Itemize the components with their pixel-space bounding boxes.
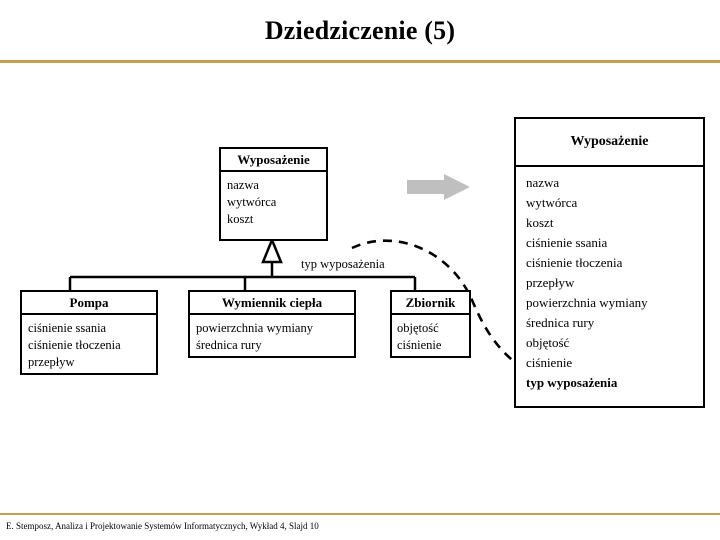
attribute-item: powierzchnia wymiany — [196, 321, 313, 335]
class-attributes-wymiennik-ciepla: powierzchnia wymiany średnica rury — [190, 315, 354, 358]
class-name-pompa: Pompa — [22, 292, 156, 315]
attribute-item: nazwa — [227, 178, 259, 192]
class-name-merged-wyposazenie: Wyposażenie — [516, 119, 703, 167]
class-box-merged-wyposazenie[interactable]: Wyposażenie nazwa wytwórca koszt ciśnienie … — [514, 117, 705, 408]
attribute-item: przepływ — [28, 355, 75, 369]
attribute-item: powierzchnia wymiany — [526, 295, 648, 310]
class-box-zbiornik[interactable]: Zbiornik objętość ciśnienie — [390, 290, 471, 358]
class-attributes-pompa: ciśnienie ssania ciśnienie tłoczenia prz… — [22, 315, 156, 375]
attribute-item: koszt — [526, 215, 554, 230]
attribute-item: ciśnienie tłoczenia — [526, 255, 623, 270]
attribute-item: wytwórca — [227, 195, 277, 209]
attribute-item: objętość — [526, 335, 570, 350]
attribute-item: ciśnienie — [526, 355, 573, 370]
class-name-zbiornik: Zbiornik — [392, 292, 469, 315]
attribute-item: objętość — [397, 321, 439, 335]
attribute-item: średnica rury — [526, 315, 595, 330]
class-box-pompa[interactable]: Pompa ciśnienie ssania ciśnienie tłoczen… — [20, 290, 158, 375]
attribute-item: nazwa — [526, 175, 560, 190]
attribute-item: ciśnienie ssania — [526, 235, 608, 250]
class-attributes-zbiornik: objętość ciśnienie — [392, 315, 469, 358]
footer-citation: E. Stemposz, Analiza i Projektowanie Sys… — [6, 521, 319, 531]
attribute-item: ciśnienie ssania — [28, 321, 107, 335]
attribute-item: typ wyposażenia — [526, 375, 618, 390]
class-box-wymiennik-ciepla[interactable]: Wymiennik ciepła powierzchnia wymiany śr… — [188, 290, 356, 358]
class-attributes-merged-wyposazenie: nazwa wytwórca koszt ciśnienie ssania ciśnie… — [516, 167, 703, 397]
attribute-item: koszt — [227, 212, 254, 226]
class-attributes-superclass: nazwa wytwórca koszt — [221, 172, 326, 232]
class-name-superclass: Wyposażenie — [221, 149, 326, 172]
attribute-item: ciśnienie tłoczenia — [28, 338, 121, 352]
footer-divider — [0, 513, 720, 515]
attribute-item: wytwórca — [526, 195, 578, 210]
class-box-superclass[interactable]: Wyposażenie nazwa wytwórca koszt — [219, 147, 328, 241]
attribute-item: średnica rury — [196, 338, 262, 352]
class-name-wymiennik-ciepla: Wymiennik ciepła — [190, 292, 354, 315]
right-arrow-icon — [407, 174, 470, 200]
title-divider — [0, 60, 720, 63]
attribute-item: ciśnienie — [397, 338, 442, 352]
page-title: Dziedziczenie (5) — [264, 16, 456, 45]
attribute-item: przepływ — [526, 275, 575, 290]
generalization-discriminator-label: typ wyposażenia — [299, 257, 387, 272]
